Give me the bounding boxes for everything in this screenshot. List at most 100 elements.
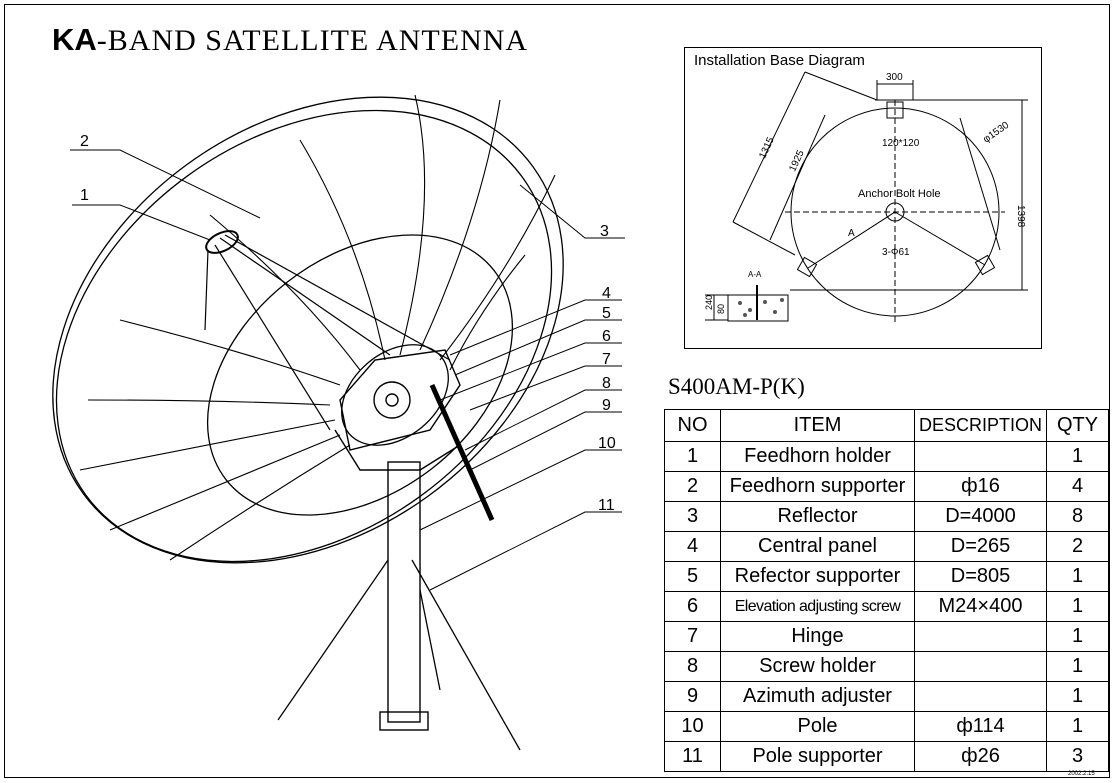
feedhorn-holder (205, 230, 239, 254)
cell-desc: ф26 (914, 741, 1047, 772)
anchor-bolt-label: Anchor Bolt Hole (858, 188, 941, 200)
dim-300: 300 (886, 72, 903, 83)
cell-no: 2 (664, 471, 721, 502)
cell-qty: 1 (1046, 651, 1109, 682)
cell-no: 11 (664, 741, 721, 772)
callout-8: 8 (602, 375, 611, 392)
cell-qty: 1 (1046, 681, 1109, 712)
cell-desc: D=805 (914, 561, 1047, 592)
cell-item: Hinge (720, 621, 915, 652)
drawing-date: 2002.2.15 (1068, 771, 1095, 777)
cell-desc: ф114 (914, 711, 1047, 742)
drawing-frame (4, 4, 1110, 778)
reflector-ribs (79, 94, 556, 561)
header-item: ITEM (720, 409, 915, 442)
header-description: DESCRIPTION (914, 409, 1047, 442)
callout-3: 3 (600, 223, 609, 240)
cell-item: Feedhorn supporter (720, 471, 915, 502)
cell-item: Central panel (720, 531, 915, 562)
feedhorn-supports (204, 234, 451, 431)
cell-desc: D=4000 (914, 501, 1047, 532)
cell-qty: 3 (1046, 741, 1109, 772)
cell-qty: 1 (1046, 621, 1109, 652)
reflector-outer-rim (52, 96, 564, 564)
cell-qty: 1 (1046, 591, 1109, 622)
callout-7: 7 (602, 351, 611, 368)
cell-item: Feedhorn holder (720, 441, 915, 472)
elevation-screw (429, 383, 495, 522)
cell-desc (914, 651, 1047, 682)
reflector-inner-rim (55, 109, 553, 563)
installation-base-heading: Installation Base Diagram (694, 52, 865, 69)
cell-qty: 1 (1046, 441, 1109, 472)
cell-desc: D=265 (914, 531, 1047, 562)
cell-no: 1 (664, 441, 721, 472)
cell-desc: M24×400 (914, 591, 1047, 622)
cell-no: 8 (664, 651, 721, 682)
cell-qty: 2 (1046, 531, 1109, 562)
callout-4: 4 (602, 285, 611, 302)
cell-desc (914, 681, 1047, 712)
dim-80: 80 (716, 304, 726, 314)
cell-no: 10 (664, 711, 721, 742)
table-header-row: NO ITEM DESCRIPTION QTY (664, 409, 1109, 442)
header-qty: QTY (1046, 409, 1109, 442)
cell-no: 3 (664, 501, 721, 532)
installation-base-drawing (705, 71, 1028, 325)
cell-item: Azimuth adjuster (720, 681, 915, 712)
dim-240: 240 (704, 295, 714, 310)
title-prefix: KA (52, 22, 97, 57)
title-rest: -BAND SATELLITE ANTENNA (96, 24, 529, 57)
callout-2: 2 (80, 133, 89, 150)
cell-item: Pole (720, 711, 915, 742)
header-no: NO (664, 409, 721, 442)
cell-qty: 1 (1046, 711, 1109, 742)
callout-11: 11 (598, 497, 615, 514)
dim-120x120: 120*120 (882, 138, 920, 149)
cell-item: Refector supporter (720, 561, 915, 592)
reflector-middle-ring (206, 234, 514, 516)
callout-1: 1 (80, 187, 89, 204)
section-label: A-A (748, 270, 762, 279)
pole-supporters (277, 559, 521, 751)
reflector-hub-ring (341, 344, 449, 446)
section-mark-a: A (848, 228, 855, 239)
cell-no: 7 (664, 621, 721, 652)
cell-no: 6 (664, 591, 721, 622)
cell-qty: 8 (1046, 501, 1109, 532)
cell-no: 5 (664, 561, 721, 592)
cell-item: Reflector (720, 501, 915, 532)
cell-qty: 4 (1046, 471, 1109, 502)
callout-6: 6 (602, 328, 611, 345)
holes-label: 3-Ф61 (882, 247, 910, 258)
cell-no: 4 (664, 531, 721, 562)
cell-no: 9 (664, 681, 721, 712)
cell-desc (914, 621, 1047, 652)
cell-desc: ф16 (914, 471, 1047, 502)
callout-leaders (70, 149, 625, 591)
dim-1398: 1398 (1015, 205, 1026, 228)
model-number: S400AM-P(K) (668, 374, 805, 399)
cell-item: Elevation adjusting screw (720, 591, 915, 622)
central-hub (334, 349, 461, 471)
callout-5: 5 (602, 305, 611, 322)
callout-10: 10 (598, 435, 616, 452)
cell-desc (914, 441, 1047, 472)
drawing-title: KA-BAND SATELLITE ANTENNA (52, 22, 528, 58)
installation-base-box (684, 47, 1042, 349)
callout-9: 9 (602, 397, 611, 414)
cell-item: Pole supporter (720, 741, 915, 772)
